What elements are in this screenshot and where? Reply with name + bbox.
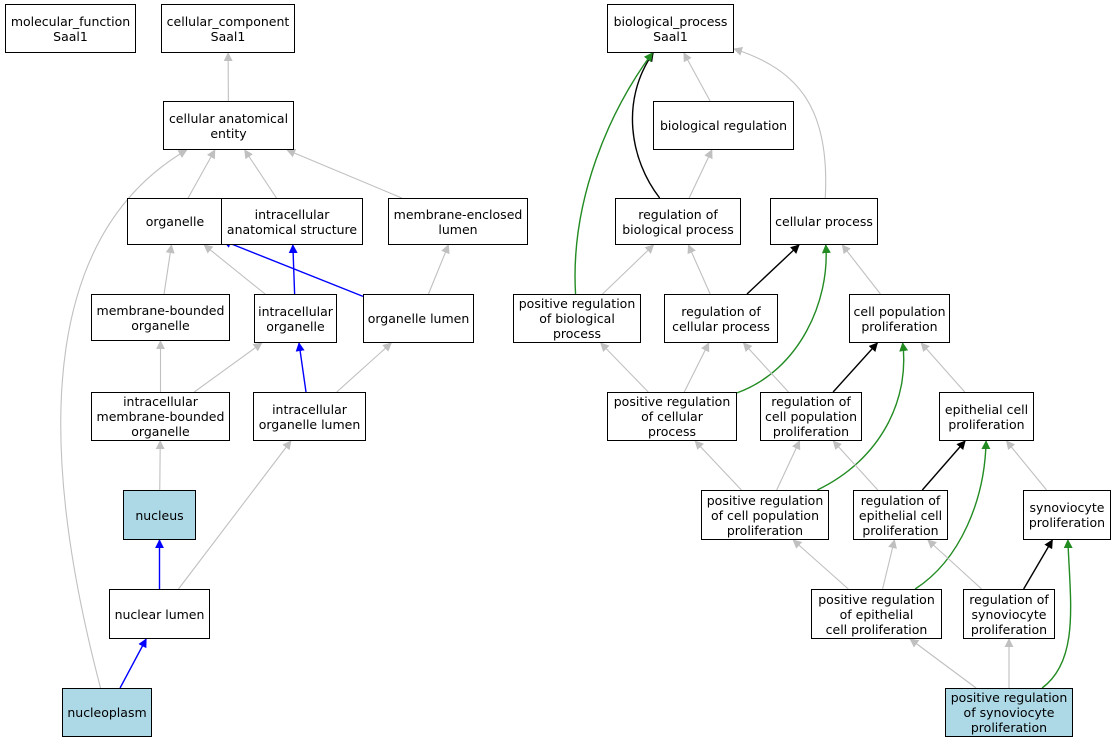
term-node-regulation-of-cellular-process[interactable]: regulation of cellular process [664, 294, 778, 343]
edge-part-of [119, 638, 147, 689]
edge-is-a [336, 342, 392, 393]
edge-is-a [244, 149, 277, 199]
edge-positively-regulates [574, 52, 653, 295]
term-node-positive-regulation-of-cellular-process[interactable]: positive regulation of cellular process [607, 392, 737, 441]
term-node-cell-population-proliferation[interactable]: cell population proliferation [849, 294, 950, 343]
term-node-cellular-component[interactable]: cellular_component Saal1 [161, 4, 295, 53]
edge-is-a [882, 539, 897, 590]
edge-is-a [286, 148, 403, 199]
term-node-positive-regulation-of-cell-population-proliferation[interactable]: positive regulation of cell population p… [701, 490, 829, 540]
term-node-regulation-of-biological-process[interactable]: regulation of biological process [615, 198, 741, 245]
edge-is-a [602, 244, 655, 295]
edge-regulates [746, 244, 800, 295]
edge-is-a [832, 440, 879, 491]
term-node-nuclear-lumen[interactable]: nuclear lumen [109, 589, 210, 639]
term-node-organelle[interactable]: organelle [127, 198, 223, 245]
edge-is-a [742, 342, 789, 393]
edge-is-a [776, 440, 801, 491]
term-node-cellular-anatomical-entity[interactable]: cellular anatomical entity [163, 101, 294, 150]
term-node-membrane-enclosed-lumen[interactable]: membrane-enclosed lumen [388, 198, 528, 245]
edge-is-a [687, 244, 711, 295]
edge-regulates [631, 52, 661, 199]
term-node-molecular-function[interactable]: molecular_function Saal1 [5, 4, 136, 53]
edge-is-a [187, 149, 216, 199]
term-node-intracellular-organelle[interactable]: intracellular organelle [254, 294, 337, 343]
edge-is-a [178, 440, 292, 590]
edge-is-a [688, 149, 713, 199]
edge-regulates [832, 342, 878, 393]
edge-is-a [909, 638, 977, 689]
term-node-positive-regulation-of-biological-process[interactable]: positive regulation of biological proces… [513, 294, 641, 343]
edge-part-of [288, 244, 298, 295]
edge-is-a [163, 244, 175, 295]
edge-is-a [203, 244, 266, 295]
term-node-synoviocyte-proliferation[interactable]: synoviocyte proliferation [1023, 490, 1111, 540]
edge-is-a [600, 342, 649, 393]
term-node-positive-regulation-of-synoviocyte-proliferation[interactable]: positive regulation of synoviocyte proli… [945, 688, 1073, 737]
term-node-regulation-of-cell-population-proliferation[interactable]: regulation of cell population proliferat… [760, 392, 862, 441]
term-node-epithelial-cell-proliferation[interactable]: epithelial cell proliferation [939, 392, 1034, 441]
term-node-nucleus[interactable]: nucleus [123, 490, 196, 540]
term-node-organelle-lumen[interactable]: organelle lumen [363, 294, 474, 343]
edge-is-a [427, 244, 450, 295]
edge-is-a [733, 47, 827, 199]
edge-positively-regulates [816, 342, 909, 491]
term-node-biological-regulation[interactable]: biological regulation [653, 101, 794, 150]
edge-regulates [1023, 539, 1053, 590]
term-node-intracellular-organelle-lumen[interactable]: intracellular organelle lumen [253, 392, 366, 441]
edge-is-a [841, 244, 881, 295]
edge-positively-regulates [736, 244, 831, 394]
edge-is-a [792, 539, 849, 590]
edge-is-a [694, 440, 742, 491]
term-node-intracellular-membrane-bounded-organelle[interactable]: intracellular membrane-bounded organelle [91, 392, 230, 441]
term-node-positive-regulation-of-epithelial-cell-proliferation[interactable]: positive regulation of epithelial cell p… [811, 589, 942, 639]
edge-is-a [683, 52, 711, 102]
term-node-intracellular-anatomical-structure[interactable]: intracellular anatomical structure [221, 198, 363, 245]
term-node-regulation-of-synoviocyte-proliferation[interactable]: regulation of synoviocyte proliferation [963, 589, 1055, 639]
edge-positively-regulates [1041, 539, 1073, 689]
term-node-cellular-process[interactable]: cellular process [770, 198, 878, 245]
edge-is-a [920, 342, 966, 393]
edge-part-of [295, 342, 307, 393]
term-node-nucleoplasm[interactable]: nucleoplasm [62, 688, 152, 737]
term-node-regulation-of-epithelial-cell-proliferation[interactable]: regulation of epithelial cell proliferat… [853, 490, 948, 540]
edge-is-a [193, 342, 263, 393]
edge-regulates [921, 440, 966, 491]
edge-is-a [1005, 440, 1047, 491]
edge-is-a [683, 342, 710, 393]
term-node-biological-process[interactable]: biological_process Saal1 [607, 4, 734, 53]
edge-positively-regulates [914, 440, 991, 590]
term-node-membrane-bounded-organelle[interactable]: membrane-bounded organelle [91, 294, 230, 341]
edge-is-a [927, 539, 982, 590]
edge-is-a [60, 149, 188, 689]
